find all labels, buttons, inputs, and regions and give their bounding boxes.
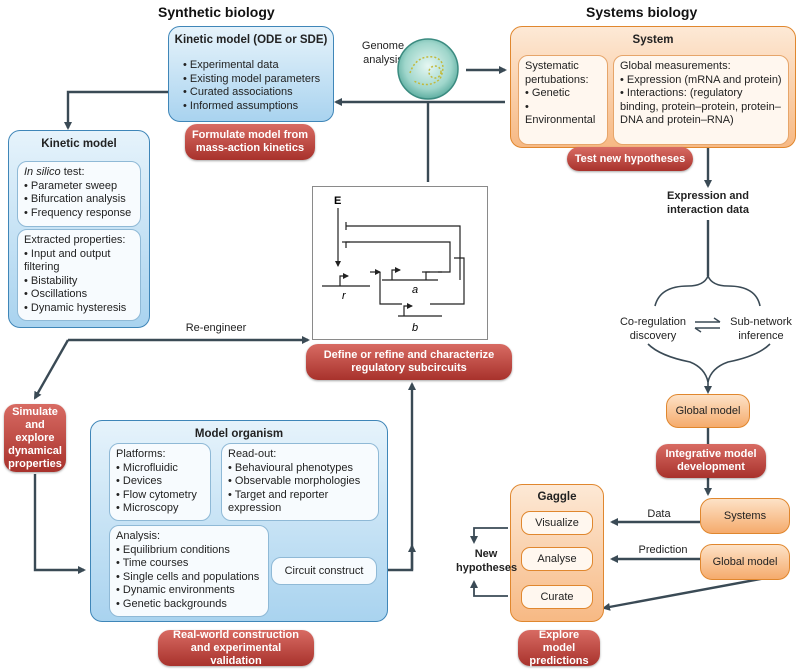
subnetwork-inference-label: Sub-network inference (730, 316, 792, 342)
list-item: Experimental data (183, 59, 320, 73)
readout-box: Read-out: Behavioural phenotypes Observa… (221, 443, 379, 521)
explore-predictions-pill: Explore model predictions (518, 629, 600, 667)
list-item: Informed assumptions (183, 100, 320, 114)
list-item: Curated associations (183, 86, 320, 100)
arrow-newhyp-down (470, 580, 508, 597)
list-item: Interactions: (regulatory binding, prote… (620, 87, 782, 128)
circuit-diagram: E r a b (322, 195, 465, 334)
reengineer-label: Re-engineer (185, 322, 247, 334)
list-item: Genetic backgrounds (116, 598, 262, 612)
extracted-properties-box: Extracted properties: Input and output f… (17, 229, 141, 321)
kinetic-model-top-list: Experimental data Existing model paramet… (183, 59, 320, 113)
list-item: Input and output filtering (24, 248, 134, 275)
list-item: Frequency response (24, 207, 134, 221)
list-item: Single cells and populations (116, 571, 262, 585)
list-item: Dynamic environments (116, 584, 262, 598)
genome-cell-icon (397, 38, 459, 100)
data-label: Data (647, 508, 671, 520)
circuit-label-b: b (412, 322, 418, 334)
arc-into-global-model (647, 343, 709, 383)
list-item: Oscillations (24, 288, 134, 302)
global-model-bottom-box: Global model (700, 544, 790, 580)
systems-box: Systems (700, 498, 790, 534)
analysis-box: Analysis: Equilibrium conditions Time co… (109, 525, 269, 617)
gaggle-title: Gaggle (537, 491, 577, 503)
circuit-label-a: a (412, 284, 418, 296)
list-item: Existing model parameters (183, 73, 320, 87)
synthetic-biology-header: Synthetic biology (158, 4, 275, 20)
kinetic-model-left-title: Kinetic model (41, 138, 117, 150)
list-item: Flow cytometry (116, 489, 204, 503)
genome-analysis-label: Genome analysis (361, 40, 405, 66)
arrow-simulate-to-organism (33, 474, 86, 574)
arrow-newhyp-up (470, 527, 508, 544)
brace (654, 273, 761, 307)
test-hypotheses-pill: Test new hypotheses (567, 147, 693, 171)
list-item: Microfluidic (116, 462, 204, 476)
list-item: Devices (116, 475, 204, 489)
systematic-perturbations-box: Systematic pertubations: Genetic Environ… (518, 55, 608, 145)
arrow-to-simulate (33, 339, 70, 400)
list-item: Bistability (24, 275, 134, 289)
system-title: System (632, 34, 674, 46)
circuit-label-E: E (334, 195, 341, 207)
circuit-diagram-box (312, 186, 488, 340)
model-organism-title: Model organism (194, 428, 284, 440)
define-subcircuits-pill: Define or refine and characterize regula… (306, 344, 512, 380)
circuit-construct-box: Circuit construct (271, 557, 377, 585)
gaggle-box: Gaggle Visualize Analyse Curate (510, 484, 604, 622)
list-item: Equilibrium conditions (116, 544, 262, 558)
list-item: Microscopy (116, 502, 204, 516)
list-item: Environmental (525, 101, 601, 128)
formulate-model-pill: Formulate model from mass-action kinetic… (185, 124, 315, 160)
system-box: System Systematic pertubations: Genetic … (510, 26, 796, 148)
realworld-validation-pill: Real-world construction and experimental… (158, 629, 314, 667)
list-item: Target and reporter expression (228, 489, 372, 516)
list-item: Parameter sweep (24, 180, 134, 194)
list-item: Expression (mRNA and protein) (620, 74, 782, 88)
systems-biology-header: Systems biology (586, 4, 698, 20)
kinetic-model-top-box: Kinetic model (ODE or SDE) Experimental … (168, 26, 334, 122)
model-organism-box: Model organism Platforms: Microfluidic D… (90, 420, 388, 622)
list-item: Time courses (116, 557, 262, 571)
simulate-pill: Simulate and explore dynamical propertie… (4, 404, 66, 472)
coregulation-discovery-label: Co-regulation discovery (619, 316, 687, 342)
arrow-kinetic-top-to-left (64, 90, 168, 130)
list-item: Dynamic hysteresis (24, 302, 134, 316)
kinetic-model-top-title: Kinetic model (ODE or SDE) (174, 34, 328, 46)
list-item: Genetic (525, 87, 601, 101)
arrow-gm-return (602, 573, 783, 611)
insilico-box: In silico test: Parameter sweep Bifurcat… (17, 161, 141, 227)
curate-button[interactable]: Curate (521, 585, 593, 609)
list-item: Behavioural phenotypes (228, 462, 372, 476)
new-hypotheses-label: New hypotheses (456, 548, 518, 574)
analyse-button[interactable]: Analyse (521, 547, 593, 571)
list-item: Observable morphologies (228, 475, 372, 489)
kinetic-model-left-box: Kinetic model In silico test: Parameter … (8, 130, 150, 328)
circuit-label-r: r (342, 290, 347, 302)
integrative-model-pill: Integrative model development (656, 444, 766, 478)
prediction-label: Prediction (638, 544, 688, 556)
visualize-button[interactable]: Visualize (521, 511, 593, 535)
list-item: Bifurcation analysis (24, 193, 134, 207)
expression-interaction-data-label: Expression and interaction data (667, 190, 749, 216)
global-measurements-box: Global measurements: Expression (mRNA an… (613, 55, 789, 145)
platforms-box: Platforms: Microfluidic Devices Flow cyt… (109, 443, 211, 521)
global-model-top-box: Global model (666, 394, 750, 428)
